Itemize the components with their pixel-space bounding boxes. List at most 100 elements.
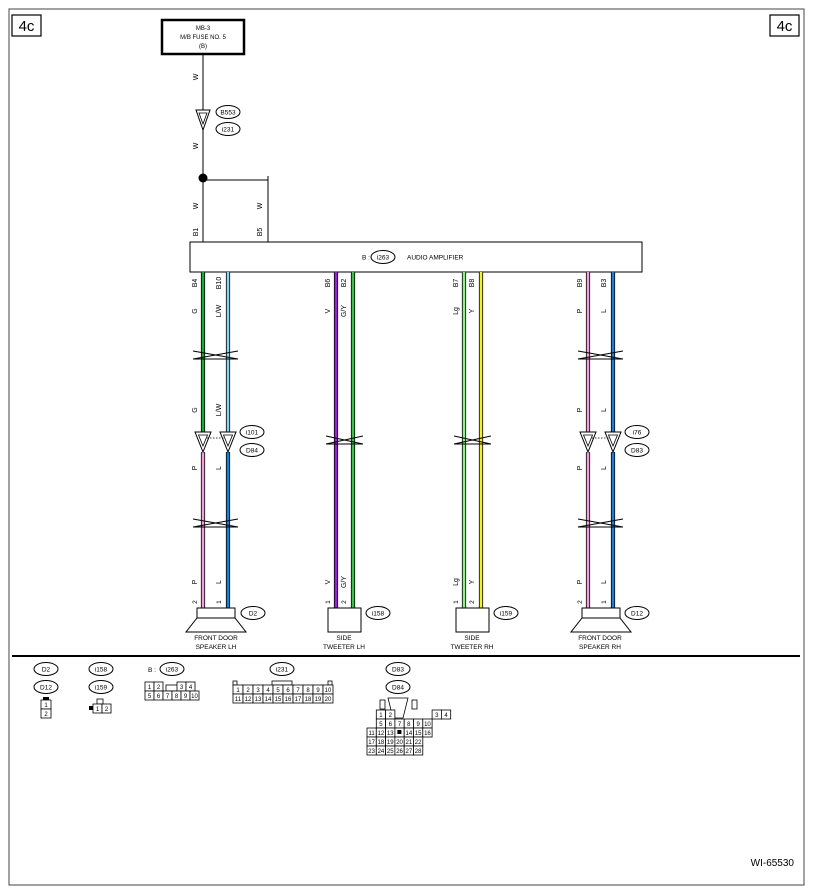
legend-door-r2-2: 7 [398, 722, 402, 728]
legend-jc-r2-6: 17 [295, 697, 302, 703]
connector-i231: i231 [222, 127, 235, 134]
legend-door-tab-left [379, 699, 386, 710]
legend-door-r3-5: 15 [415, 731, 422, 737]
color-fl-a-top: G [192, 308, 199, 313]
endpin-tl-a: 1 [325, 600, 332, 604]
color-tl-b-top: G/Y [341, 305, 348, 317]
legend-jc-r2-2: 13 [255, 697, 262, 703]
legend-speaker-pin-2: 2 [44, 712, 48, 718]
legend-amp-r2-3: 8 [175, 694, 179, 700]
legend-amp-r1-3: 4 [189, 685, 193, 691]
legend-door-r3-6: 16 [424, 731, 431, 737]
device-tr-line1: SIDE [464, 635, 480, 642]
legend-door-r5-2: 25 [387, 749, 394, 755]
pin-fr-a: B9 [577, 279, 584, 288]
legend-door-r1-2: 3 [435, 713, 439, 719]
speaker-rh-magnet [581, 607, 621, 619]
speaker-rh-cone [569, 617, 633, 633]
page-frame [8, 8, 805, 886]
legend-door-r1-0: 1 [379, 713, 383, 719]
legend-speaker-pin-2-box [40, 708, 52, 719]
connector-tag-b553 [215, 105, 241, 119]
device-tag-d2 [240, 606, 266, 620]
color-fl-b-top: L/W [216, 304, 223, 317]
color-tl-a-end: V [325, 579, 332, 584]
break-fl-upper [192, 350, 239, 360]
legend-jc-tab-right [327, 680, 333, 686]
legend-door-r4-3: 20 [396, 740, 403, 746]
legend-door-r1-3-box [440, 709, 452, 720]
legend-amp-r2-4: 9 [184, 694, 188, 700]
legend-tag-i158-oval [88, 662, 114, 676]
pin-b1: B1 [193, 228, 200, 237]
legend-door-tab-right [411, 699, 418, 710]
legend-jc-r1-2: 3 [256, 688, 260, 694]
legend-amp-r1-0: 1 [148, 685, 152, 691]
break-fr-lower [577, 518, 624, 528]
color-fr-b-mid: L [601, 408, 608, 412]
legend-jc-r1-6: 7 [296, 688, 300, 694]
legend-door-r4-5: 22 [415, 740, 422, 746]
color-fl-b-end: L [216, 580, 223, 584]
device-tr-line2: TWEETER RH [451, 644, 494, 651]
connector-i76: i76 [633, 430, 642, 437]
legend-door-latch [397, 730, 402, 734]
endpin-tl-b: 2 [341, 600, 348, 604]
color-fr-b-top: L [601, 309, 608, 313]
corner-tag-left-box [11, 14, 42, 37]
pin-b5: B5 [257, 228, 264, 237]
legend-tag-d2-oval [33, 662, 59, 676]
endpin-fl-b: 1 [216, 600, 223, 604]
legend-door-r5-1: 24 [378, 749, 385, 755]
endpin-tr-b: 2 [469, 600, 476, 604]
legend-door-r3-6-box [422, 727, 433, 738]
device-lh-line2: SPEAKER LH [196, 644, 237, 651]
wire-color-w1: W [193, 73, 200, 80]
legend-door-r5-5-box [413, 745, 424, 756]
splice-point [198, 173, 208, 183]
color-fl-a-mid: G [192, 407, 199, 412]
color-tr-a-end: Lg [453, 578, 460, 586]
legend-speaker-pin-1: 1 [44, 703, 48, 709]
legend-speaker-key [43, 697, 49, 700]
legend-jc-r1-4: 5 [276, 688, 280, 694]
device-conn-i158: i158 [372, 611, 385, 618]
device-rh-line2: SPEAKER RH [579, 644, 621, 651]
legend-jc-r1-7: 8 [306, 688, 310, 694]
connector-i101: i101 [246, 430, 259, 437]
device-tl-line2: TWEETER LH [323, 644, 365, 651]
legend-tag-d83: D83 [392, 667, 404, 674]
legend-door-r5-0: 23 [368, 749, 375, 755]
connector-tag-i101 [239, 425, 265, 439]
legend-jc-r1-8: 9 [316, 688, 320, 694]
device-rh-line1: FRONT DOOR [578, 635, 622, 642]
corner-tag-right-box [769, 14, 800, 37]
legend-door-r3-2: 13 [387, 731, 394, 737]
legend-jc-r2-3: 14 [265, 697, 272, 703]
legend-jc-tab-mid [271, 680, 293, 686]
connector-d84: D84 [246, 448, 258, 455]
connector-b553: B553 [220, 110, 236, 117]
amplifier-prefix: B : [362, 255, 370, 262]
legend-door-r4-4: 21 [406, 740, 413, 746]
endpin-fl-a: 2 [192, 600, 199, 604]
wire-color-w4: W [257, 202, 264, 209]
legend-tag-d2: D2 [42, 667, 51, 674]
legend-jc-r2-1: 12 [245, 697, 252, 703]
legend-jc-tab-left [232, 680, 238, 686]
corner-tag-left: 4c [19, 18, 35, 35]
fuse-line-1: MB-3 [196, 26, 211, 32]
connector-fr-a-inner [582, 434, 594, 448]
amplifier-connector: i263 [377, 255, 390, 262]
endpin-fr-a: 2 [577, 600, 584, 604]
legend-amp-r2-1: 6 [157, 694, 161, 700]
color-fl-b-bot: L [216, 466, 223, 470]
legend-tweeter-pin-2: 2 [105, 707, 109, 713]
device-tag-d12 [624, 606, 650, 620]
legend-tag-i159-oval [88, 680, 114, 694]
connector-fl-b-inner [222, 434, 234, 448]
legend-tweeter-latch [89, 706, 93, 710]
pin-fl-b: B10 [216, 277, 223, 290]
legend-door-r3-4: 14 [406, 731, 413, 737]
